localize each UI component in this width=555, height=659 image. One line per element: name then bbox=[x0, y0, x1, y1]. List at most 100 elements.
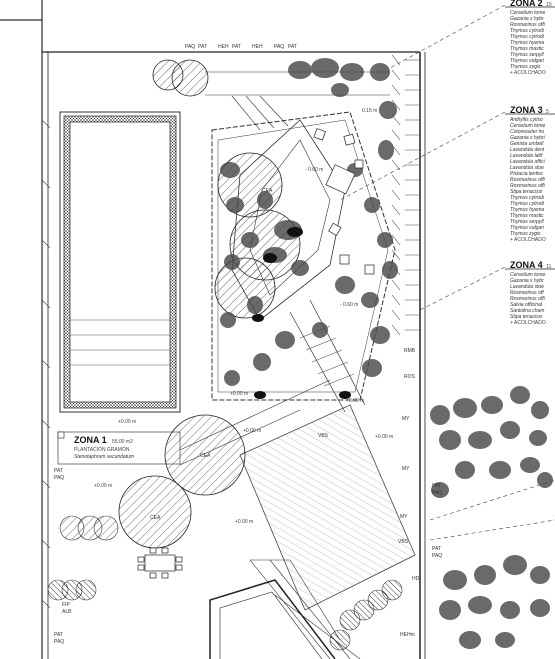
plant-tag: MY bbox=[402, 416, 410, 422]
level-label: 0.15 m bbox=[362, 108, 377, 114]
species-item: Thymus cytrodi bbox=[510, 34, 545, 40]
leader-lines bbox=[339, 4, 555, 541]
species-item: Thymus zygis bbox=[510, 231, 541, 237]
zona1-area: 55.00 m2 bbox=[112, 439, 133, 445]
species-item: Gazania x hybri bbox=[510, 135, 546, 141]
plot-boundary bbox=[42, 51, 426, 659]
species-item: Cotoneaster ho bbox=[510, 129, 544, 135]
zona3-legend: ZONA 3 _ 5 Anthyllis cytiso Cerastium to… bbox=[509, 105, 549, 243]
species-item: Stipa tenacissi bbox=[510, 189, 543, 195]
species-item: Rosmarinus offi bbox=[510, 296, 546, 302]
species-item: Genista umbell bbox=[510, 141, 544, 147]
plant-tag: PAT bbox=[54, 632, 63, 638]
plant-tag: HD bbox=[412, 576, 420, 582]
species-item: Thymus vulgari bbox=[510, 58, 545, 64]
zona1-subtitle: PLANTACIÓN GRAMÓN bbox=[74, 446, 130, 453]
species-item: + ACOLCHADO bbox=[510, 237, 546, 243]
plant-tag: PAT bbox=[232, 44, 241, 50]
plant-tag: ROS bbox=[404, 374, 416, 380]
deck-diagonal bbox=[239, 404, 416, 611]
plant-tag: HEHm bbox=[400, 632, 415, 638]
shrub-blobs-dark bbox=[252, 227, 351, 399]
level-labels: +0.00 m - 0.60 m - 0.60 m +0.00 m +0.00 … bbox=[94, 108, 393, 525]
species-item: Thymus mastic bbox=[510, 213, 544, 219]
zona3-title: ZONA 3 bbox=[510, 105, 543, 115]
level-label: - 0.60 m bbox=[305, 167, 323, 173]
house-corner bbox=[209, 579, 336, 659]
species-item: Pistacia lentisc bbox=[510, 171, 544, 177]
fence-left bbox=[41, 119, 51, 609]
small-shrubs bbox=[47, 515, 403, 651]
pool bbox=[59, 111, 181, 413]
species-item: Gazania x hybr bbox=[510, 16, 544, 22]
species-item: Anthyllis cytiso bbox=[509, 117, 543, 123]
species-item: Lavandula dent bbox=[510, 147, 545, 153]
plant-tag: VBS bbox=[398, 539, 409, 545]
furniture bbox=[137, 128, 375, 579]
species-item: Rosmarinus offi bbox=[510, 177, 546, 183]
plant-tag: PAQ bbox=[54, 639, 64, 645]
species-item: Santolina cham bbox=[510, 308, 544, 314]
plant-tags: PAQ PAT HEH PAT HEH PAQ PAT CEA CEA CEA … bbox=[54, 44, 442, 645]
zona1-box bbox=[57, 431, 181, 465]
species-item: Lavandula stoe bbox=[510, 165, 544, 171]
plant-tag: MY bbox=[402, 466, 410, 472]
shrub-blobs bbox=[220, 58, 553, 649]
plant-tag: FIP bbox=[62, 602, 70, 608]
species-item: Rosmarinus off bbox=[510, 290, 544, 296]
species-item: Salvia officinal bbox=[510, 302, 543, 308]
species-item: Thymus cytrodi bbox=[510, 195, 545, 201]
zona3-area: _ 5 bbox=[541, 109, 549, 115]
zona4-legend: ZONA 4 _ 11 Cerastium tome Gazania x hyb… bbox=[510, 260, 552, 326]
species-item: Cerastium tome bbox=[510, 10, 546, 16]
top-terrace bbox=[205, 71, 390, 131]
zona1-label: ZONA 1 55.00 m2 PLANTACIÓN GRAMÓN Stenot… bbox=[74, 435, 134, 460]
species-item: Lavandula stoe bbox=[510, 284, 544, 290]
plant-tag: PAQ bbox=[185, 44, 195, 50]
species-item: Thymus hyema bbox=[510, 40, 544, 46]
plant-tag: RMB bbox=[404, 348, 416, 354]
frame-lines bbox=[0, 0, 43, 659]
plant-tag: PAQ bbox=[274, 44, 284, 50]
species-item: Cerastium tome bbox=[510, 123, 546, 129]
species-item: Thymus serpyll bbox=[510, 52, 545, 58]
species-item: Thymus serpyll bbox=[510, 219, 545, 225]
plant-tag: CEA bbox=[200, 453, 211, 459]
species-item: Cerastium tome bbox=[510, 272, 546, 278]
plant-tag: MY bbox=[400, 514, 408, 520]
species-item: Thymus cytrodi bbox=[510, 201, 545, 207]
plant-tag: CEA bbox=[262, 188, 273, 194]
species-item: + ACOLCHADO bbox=[510, 70, 546, 76]
plant-tag: PAT bbox=[432, 483, 441, 489]
plant-tag: PAT bbox=[288, 44, 297, 50]
level-label: +0.00 m bbox=[346, 398, 364, 404]
species-item: Rosmarinus offi bbox=[510, 183, 546, 189]
plant-tag: PAT bbox=[198, 44, 207, 50]
level-label: - 0.60 m bbox=[340, 302, 358, 308]
plant-tag: PAT bbox=[54, 468, 63, 474]
zona1-title: ZONA 1 bbox=[74, 435, 107, 445]
plant-tag: CEA bbox=[150, 515, 161, 521]
level-label: +0.00 m bbox=[118, 419, 136, 425]
species-item: Lavandula offici bbox=[510, 159, 546, 165]
plant-tag: PAQ bbox=[432, 553, 442, 559]
level-label: +0.00 m bbox=[230, 391, 248, 397]
tree-canopy bbox=[152, 59, 184, 91]
zona1-species: Stenotaphrum secundatum bbox=[74, 454, 134, 460]
tree-canopy bbox=[164, 414, 246, 496]
species-item: Gazania x hybr bbox=[510, 278, 544, 284]
plant-tag: HEH bbox=[252, 44, 263, 50]
plant-tag: VBS bbox=[318, 433, 329, 439]
species-item: + ACOLCHADO bbox=[510, 320, 546, 326]
level-label: +0.00 m bbox=[243, 428, 261, 434]
legend-boxes bbox=[505, 6, 555, 270]
zona4-title: ZONA 4 bbox=[510, 260, 543, 270]
level-label: +0.00 m bbox=[375, 434, 393, 440]
zona2-area: _ 15 bbox=[541, 2, 552, 8]
plant-tag: PAQ bbox=[54, 475, 64, 481]
level-label: +0.00 m bbox=[94, 483, 112, 489]
plant-tag: ALB bbox=[62, 609, 72, 615]
species-item: Stipa tenacissi bbox=[510, 314, 543, 320]
level-label: +0.00 m bbox=[235, 519, 253, 525]
